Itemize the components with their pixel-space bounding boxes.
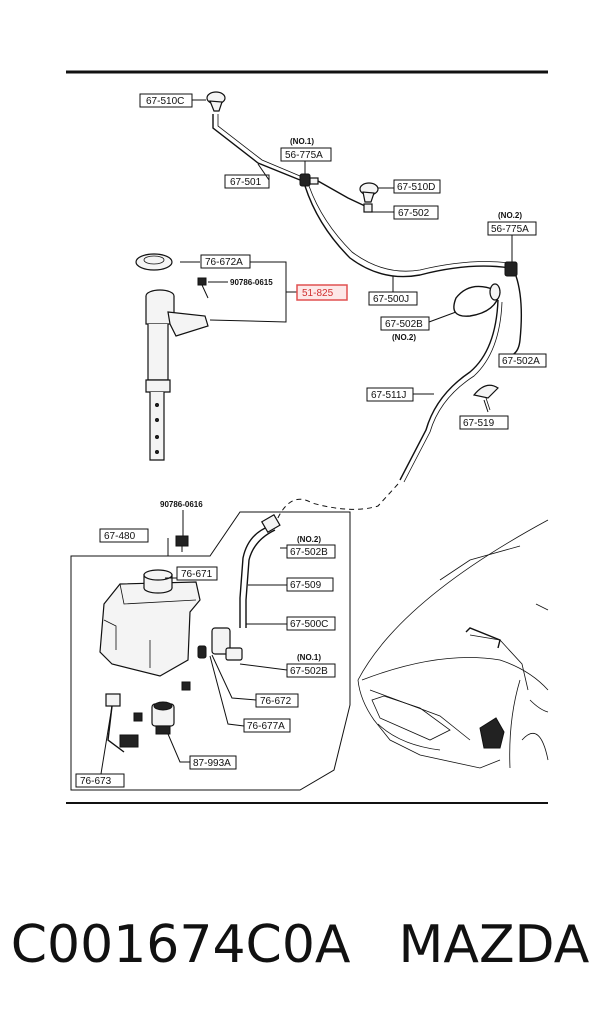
label-67-502: 67-502	[398, 208, 430, 219]
label-67-480: 67-480	[104, 531, 136, 542]
label-76-677A: 76-677A	[247, 721, 285, 732]
label-76-672A: 76-672A	[205, 257, 243, 268]
label-67-519: 67-519	[463, 418, 495, 429]
label-51-825[interactable]: 51-825	[302, 288, 334, 299]
hose-67-500J	[304, 185, 511, 278]
bolt-bottom-icon	[175, 510, 189, 552]
joint-no2-icon	[504, 261, 518, 277]
tank-frame	[70, 511, 351, 791]
note-no1: (NO.1)	[290, 137, 314, 146]
label-67-510C: 67-510C	[146, 96, 184, 107]
footer-caption: C001674C0A MAZDA	[0, 895, 600, 995]
part-code: C001674C0A	[10, 915, 351, 975]
note-no2: (NO.2)	[498, 211, 522, 220]
bolt-top-icon	[197, 277, 209, 299]
brand-name: MAZDA	[398, 915, 590, 975]
filler-neck-icon	[135, 253, 209, 461]
joint-no1-icon	[299, 173, 319, 187]
connector-76-673-icon	[105, 681, 191, 753]
pump-fitting-icon	[197, 627, 243, 661]
hose-67-511J	[399, 299, 499, 481]
washer-tank-icon	[99, 569, 201, 677]
label-67-502B-no1: 67-502B	[290, 666, 328, 677]
nozzle-left-icon	[206, 91, 226, 112]
label-56-775A-no2: 56-775A	[491, 224, 529, 235]
label-67-510D: 67-510D	[397, 182, 435, 193]
label-67-509: 67-509	[290, 580, 322, 591]
label-76-673: 76-673	[80, 776, 112, 787]
label-67-502A: 67-502A	[502, 356, 540, 367]
label-76-671: 76-671	[181, 569, 213, 580]
label-67-502B-top: 67-502B	[385, 319, 423, 330]
label-76-672: 76-672	[260, 696, 292, 707]
note-67-502B-top: (NO.2)	[392, 333, 416, 342]
washer-motor-icon	[151, 701, 175, 735]
clip-67-519-icon	[472, 384, 499, 411]
dashed-route	[275, 483, 399, 523]
label-67-511J: 67-511J	[371, 390, 406, 401]
label-67-501: 67-501	[230, 177, 262, 188]
label-90786-0616: 90786-0616	[160, 500, 203, 509]
hose-67-501	[212, 114, 301, 181]
note-67-502B-no2: (NO.2)	[297, 535, 321, 544]
label-67-500J: 67-500J	[373, 294, 409, 305]
note-67-502B-no1: (NO.1)	[297, 653, 321, 662]
label-67-500C: 67-500C	[290, 619, 328, 630]
label-90786-0615: 90786-0615	[230, 278, 273, 287]
nozzle-right-icon	[359, 182, 379, 213]
parts-diagram: 67-510C 67-501 (NO.1) 56-775A 67-510D 67…	[66, 70, 549, 804]
label-56-775A-no1: 56-775A	[285, 150, 323, 161]
label-87-993A: 87-993A	[193, 758, 231, 769]
label-67-502B-no2: 67-502B	[290, 547, 328, 558]
car-front-icon	[357, 519, 549, 769]
